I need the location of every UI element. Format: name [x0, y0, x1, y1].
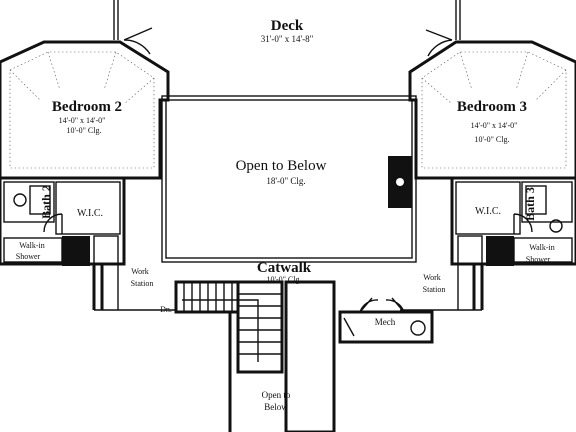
mech-room	[338, 297, 434, 344]
wic-right-room	[455, 181, 521, 235]
catwalk-ceiling: 10'-0" Clg.	[267, 275, 302, 284]
deck-door-left	[123, 27, 153, 55]
bedroom-3-size: 14'-0" x 14'-0"	[471, 121, 518, 130]
bath-2-label: Bath 2	[39, 185, 53, 219]
walkin-shower-right-line1: Walk-in	[529, 243, 555, 252]
walkin-shower-right-line2: Shower	[526, 255, 551, 264]
bedroom-3-name: Bedroom 3	[457, 99, 527, 115]
mech-label: Mech	[375, 317, 396, 327]
deck-door-right	[425, 29, 453, 57]
work-station-right-line2: Station	[423, 285, 446, 294]
walkin-shower-left-line1: Walk-in	[19, 241, 45, 250]
work-station-left-line1: Work	[131, 267, 149, 276]
wic-left-room	[55, 181, 121, 235]
toilet-right	[549, 219, 563, 233]
bedroom-3-ceiling: 10'-0" Clg.	[475, 135, 510, 144]
work-station-left-line2: Station	[131, 279, 154, 288]
toilet-left	[13, 193, 27, 207]
water-heater	[410, 320, 426, 336]
stair-open-to-below-line2: Below	[264, 402, 288, 412]
open-to-below-area	[161, 95, 417, 263]
mech-door-right	[385, 297, 405, 313]
bedroom-2-name: Bedroom 2	[52, 99, 122, 115]
open-to-below-ceiling: 18'-0" Clg.	[266, 176, 305, 186]
left-bath-block	[0, 176, 126, 266]
bedroom-2-ceiling: 10'-0" Clg.	[67, 126, 102, 135]
open-to-below-name: Open to Below	[236, 158, 327, 174]
wic-left-label: W.I.C.	[77, 208, 103, 219]
walkin-shower-left-line2: Shower	[16, 252, 41, 261]
deck-area	[113, 0, 461, 57]
deck-size: 31'-0" x 14'-8"	[261, 34, 314, 44]
stair-treads-upper	[183, 282, 233, 312]
catwalk-area	[92, 264, 484, 311]
stair-direction-arrow	[182, 299, 259, 362]
vanity-right	[525, 185, 547, 215]
bath-3-label: Bath 3	[523, 187, 537, 221]
catwalk-name: Catwalk	[257, 260, 312, 276]
work-station-right-line1: Work	[423, 273, 441, 282]
stairs-down-label: Dn.	[160, 305, 172, 314]
stair-open-to-below-line1: Open to	[262, 390, 291, 400]
right-bath-block	[450, 176, 576, 266]
mech-door-left	[359, 297, 379, 313]
stairs	[174, 280, 336, 432]
wic-right-label: W.I.C.	[475, 206, 501, 217]
deck-name: Deck	[271, 18, 304, 34]
bedroom-2-size: 14'-0" x 14'-0"	[59, 116, 106, 125]
vanity-left	[29, 185, 51, 215]
stair-treads-lower	[238, 293, 282, 355]
stair-void-wall	[284, 280, 336, 432]
